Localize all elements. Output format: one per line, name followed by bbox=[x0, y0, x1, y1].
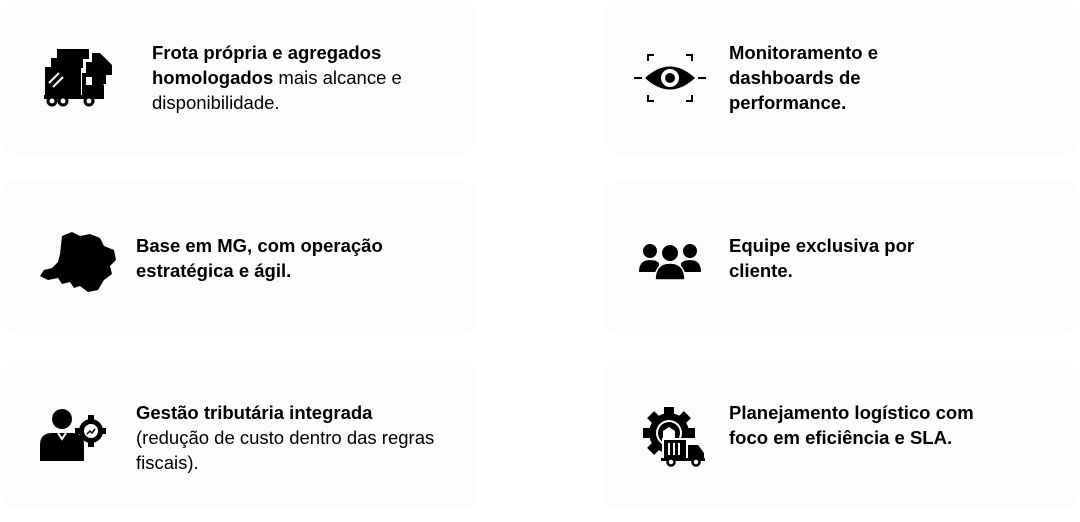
feature-regular: (redução de custo dentro das regras fisc… bbox=[136, 427, 435, 473]
minas-gerais-map-icon bbox=[40, 232, 116, 292]
feature-text-planning: Planejamento logístico com foco em efici… bbox=[729, 402, 974, 448]
feature-text-fleet: Frota própria e agregados homologados ma… bbox=[152, 40, 442, 115]
trucks-fleet-icon bbox=[44, 49, 112, 107]
eye-monitor-icon bbox=[634, 54, 706, 102]
logistics-gear-icon bbox=[643, 407, 705, 467]
feature-text-monitoring: Monitoramento e dashboards de performanc… bbox=[729, 42, 879, 113]
feature-regular: mais alcance e disponibilidade. bbox=[152, 67, 402, 113]
feature-text-base: Base em MG, com operação estratégica e á… bbox=[136, 235, 383, 281]
tax-manager-icon bbox=[40, 409, 106, 461]
feature-text-tax: Gestão tributária integrada (redução de … bbox=[136, 400, 436, 475]
feature-bold: Frota própria e agregados homologados bbox=[152, 42, 382, 88]
feature-text-team: Equipe exclusiva por cliente. bbox=[729, 235, 915, 281]
team-icon bbox=[639, 243, 701, 280]
feature-bold: Gestão tributária integrada bbox=[136, 402, 373, 423]
feature-card-team bbox=[602, 180, 1080, 335]
